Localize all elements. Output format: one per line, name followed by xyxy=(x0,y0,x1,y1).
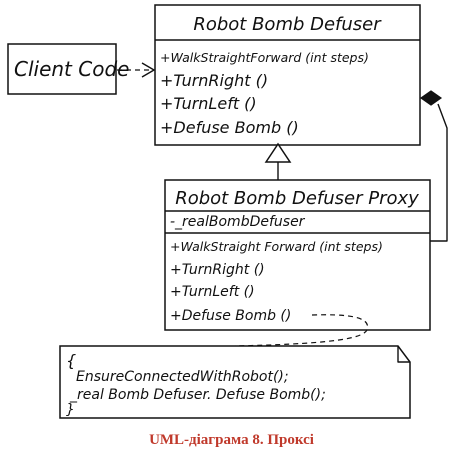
proxy-class-title: Robot Bomb Defuser Proxy xyxy=(175,188,419,209)
subject-method-2: +TurnRight () xyxy=(160,71,268,90)
subject-method-4: +Defuse Bomb () xyxy=(160,118,299,137)
proxy-method-2: +TurnRight () xyxy=(170,262,265,278)
client-code-label: Client Code xyxy=(14,57,129,81)
note-open-brace: { xyxy=(66,351,76,370)
proxy-method-3: +TurnLeft () xyxy=(170,284,255,300)
note-frame xyxy=(59,345,411,419)
proxy-class-frame xyxy=(164,179,431,331)
figure-caption: UML-діаграма 8. Проксі xyxy=(149,432,314,448)
subject-class-title: Robot Bomb Defuser xyxy=(193,14,382,35)
note-close-brace: } xyxy=(66,402,75,418)
note-fold xyxy=(397,346,410,363)
code-note: { EnsureConnectedWithRobot(); _real Bomb… xyxy=(59,345,411,419)
subject-class-frame xyxy=(154,4,421,146)
note-line-real-defuse: _real Bomb Defuser. Defuse Bomb(); xyxy=(69,387,326,403)
generalization-arrow xyxy=(264,142,292,180)
robot-bomb-defuser-class: Robot Bomb Defuser +WalkStraightForward … xyxy=(154,4,421,146)
robot-bomb-defuser-proxy-class: Robot Bomb Defuser Proxy -_realBombDefus… xyxy=(164,179,431,331)
composition-link xyxy=(419,90,448,242)
client-dependency-arrow xyxy=(117,62,155,78)
proxy-method-1: +WalkStraight Forward (int steps) xyxy=(170,239,383,254)
proxy-field-real-defuser: -_realBombDefuser xyxy=(170,214,306,230)
generalization-triangle xyxy=(264,142,292,163)
subject-method-1: +WalkStraightForward (int steps) xyxy=(160,50,369,65)
client-code-box: Client Code xyxy=(7,43,129,95)
subject-method-3: +TurnLeft () xyxy=(160,94,257,113)
proxy-method-4: +Defuse Bomb () xyxy=(170,308,291,324)
note-link xyxy=(234,314,369,347)
composition-diamond xyxy=(419,90,443,106)
note-line-ensure-connected: EnsureConnectedWithRobot(); xyxy=(76,369,289,385)
client-code-frame xyxy=(7,43,117,95)
